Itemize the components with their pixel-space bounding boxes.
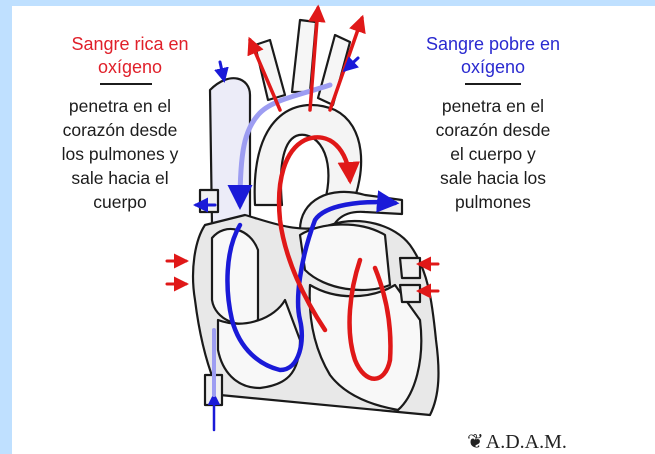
arrow-blue-top-in-right (342, 56, 360, 73)
flow-arterial-lv (347, 257, 393, 381)
flow-arterial-up-2 (308, 4, 326, 112)
oxygen-poor-line: penetra en el (441, 96, 545, 116)
oxygen-rich-line: corazón desde (62, 120, 178, 140)
logo-leaf-icon: ❦ (467, 431, 484, 453)
oxygen-poor-line: pulmones (455, 192, 531, 212)
pulmonary-veins-right (398, 256, 422, 304)
arrow-blue-top-in-left (214, 60, 229, 83)
oxygen-poor-title: Sangre pobre en oxígeno (408, 33, 578, 79)
oxygen-poor-line: corazón desde (435, 120, 551, 140)
oxygen-poor-description: penetra en el corazón desde el cuerpo y … (408, 94, 578, 214)
oxygen-rich-line: sale hacia el (71, 168, 169, 188)
left-side-vessel (198, 188, 220, 214)
oxygen-poor-line: el cuerpo y (450, 144, 536, 164)
oxygen-rich-title: Sangre rica en oxígeno (45, 33, 215, 79)
oxygen-rich-divider (100, 83, 152, 85)
flow-venous-superior (227, 82, 333, 210)
left-atrium (298, 223, 392, 292)
oxygen-rich-line: cuerpo (93, 192, 147, 212)
oxygen-poor-divider (465, 83, 521, 85)
oxygen-poor-title-text: Sangre pobre en oxígeno (425, 34, 561, 77)
oxygen-rich-line: penetra en el (68, 96, 172, 116)
flow-arterial-aorta (276, 135, 361, 333)
oxygen-rich-description: penetra en el corazón desde los pulmones… (35, 94, 205, 214)
oxygen-poor-line: sale hacia los (439, 168, 547, 188)
left-ventricle (308, 283, 423, 412)
adam-logo: ❦A.D.A.M. (467, 429, 567, 454)
logo-text: A.D.A.M. (485, 431, 567, 453)
flow-arterial-up-1 (247, 36, 282, 112)
oxygen-rich-title-text: Sangre rica en oxígeno (71, 34, 189, 77)
flow-venous-right-heart (225, 190, 400, 373)
right-atrium (210, 228, 260, 325)
oxygen-rich-line: los pulmones y (61, 144, 179, 164)
right-ventricle (216, 298, 302, 390)
